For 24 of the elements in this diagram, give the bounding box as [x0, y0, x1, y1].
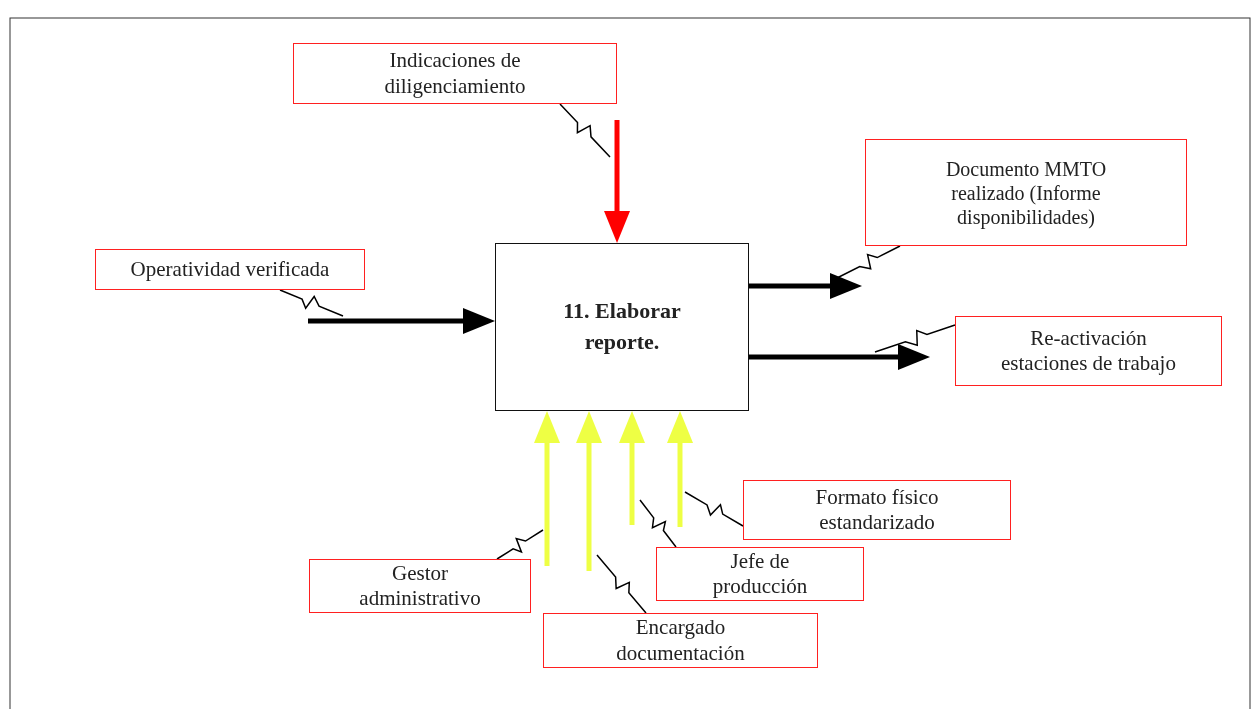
arrow	[576, 411, 602, 571]
label-box: Re-activación estaciones de trabajo	[955, 316, 1222, 386]
label-box: Indicaciones de diligenciamiento	[293, 43, 617, 104]
process-box: 11. Elaborar reporte.	[495, 243, 749, 411]
arrow	[604, 120, 630, 243]
leader-line	[596, 554, 647, 614]
leader-line	[684, 491, 744, 527]
leader-line	[874, 324, 956, 353]
arrow	[619, 411, 645, 525]
label-box: Jefe de producción	[656, 547, 864, 601]
label-box: Operatividad verificada	[95, 249, 365, 290]
arrow	[534, 411, 560, 566]
label-box: Gestor administrativo	[309, 559, 531, 613]
label-box: Documento MMTO realizado (Informe disponibilidades)	[865, 139, 1187, 246]
arrow	[308, 308, 495, 334]
label-box: Encargado documentación	[543, 613, 818, 668]
leader-line	[496, 529, 544, 560]
label-box: Formato físico estandarizado	[743, 480, 1011, 540]
arrow	[667, 411, 693, 527]
arrow	[749, 273, 862, 299]
leader-line	[279, 289, 344, 317]
arrow	[749, 344, 930, 370]
leader-line	[559, 103, 611, 158]
leader-line	[639, 499, 677, 548]
